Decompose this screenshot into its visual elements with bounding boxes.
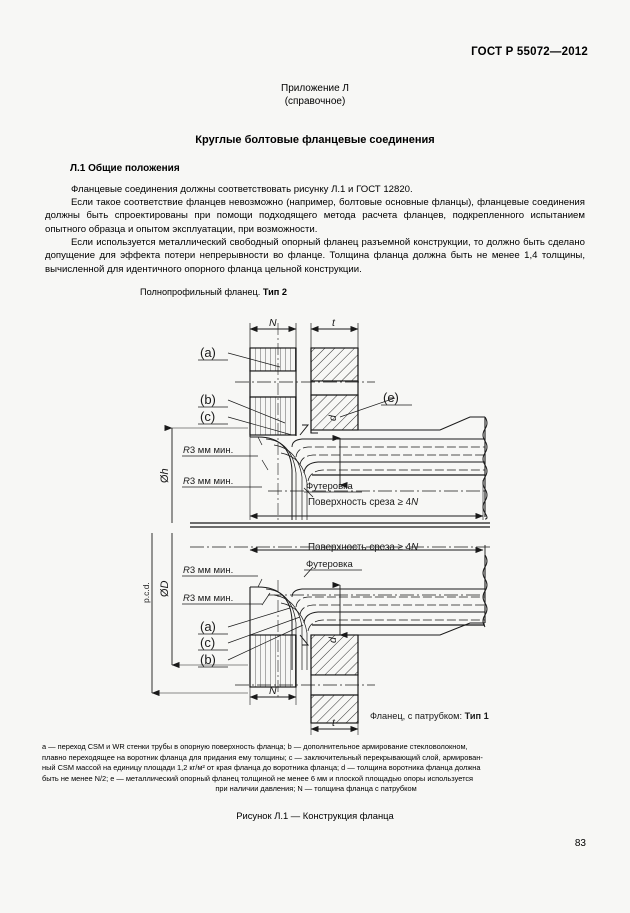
dimension-d-bottom: d	[327, 636, 339, 643]
flange-construction-drawing: (a) (b) (c) (e) R3 мм мин. R3 мм мин. Фу…	[140, 305, 630, 735]
dimension-oh: Øh	[159, 468, 171, 483]
page-number: 83	[574, 838, 586, 849]
standard-reference-header: ГОСТ Р 55072—2012	[471, 46, 588, 58]
footnote-line: плавно переходящее на воротник фланца дл…	[42, 752, 483, 762]
callout-e: (e)	[383, 390, 399, 405]
paragraph-text: Фланцевые соединения должны соответствов…	[71, 184, 413, 195]
paragraph-1: Фланцевые соединения должны соответствов…	[45, 183, 585, 196]
figure-type1-label: Фланец, с патрубком: Тип 1	[370, 711, 489, 721]
cut-surface-label-bottom: Поверхность среза ≥ 4N	[308, 542, 419, 553]
footnote-line: a — переход CSM и WR стенки трубы в опор…	[42, 742, 468, 751]
footnote-line: ный CSM массой на единицу площади 1,2 кг…	[42, 763, 481, 773]
annex-subtitle: (справочное)	[284, 96, 346, 107]
paragraph-text: Если используется металлический свободны…	[45, 237, 585, 275]
radius-note-bottom-2: R3 мм мин.	[183, 593, 233, 604]
paragraph-3: Если используется металлический свободны…	[45, 236, 585, 276]
callout-a-bottom: (a)	[200, 619, 216, 634]
dimension-t-top: t	[332, 317, 336, 329]
figure-caption: Рисунок Л.1 — Конструкция фланца	[236, 810, 394, 821]
callout-c-top: (c)	[200, 409, 215, 424]
figure-type2-label-text: Полнопрофильный фланец.	[140, 287, 263, 297]
dimension-t-bottom: t	[332, 717, 336, 729]
callout-c-bottom: (c)	[200, 635, 215, 650]
radius-note-bottom-1: R3 мм мин.	[183, 565, 233, 576]
paragraph-2: Если такое соответствие фланцев невозмож…	[45, 196, 585, 236]
annex-title: Приложение Л	[281, 83, 349, 94]
paragraph-text: Если такое соответствие фланцев невозмож…	[45, 197, 585, 235]
dimension-N-bottom: N	[269, 685, 277, 697]
radius-note-top-1: R3 мм мин.	[183, 445, 233, 456]
annex-block: Приложение Л (справочное)	[0, 82, 630, 108]
lining-label-top: Футеровка	[306, 481, 353, 492]
figure-footnote: a — переход CSM и WR стенки трубы в опор…	[42, 742, 590, 795]
callout-b-top: (b)	[200, 392, 216, 407]
footnote-line: при наличии давления; N — толщина фланца…	[215, 784, 417, 794]
radius-note-top-2: R3 мм мин.	[183, 476, 233, 487]
figure-type2-label: Полнопрофильный фланец. Тип 2	[140, 287, 287, 297]
figure-type2-label-bold: Тип 2	[262, 287, 287, 297]
dimension-od: ØD	[159, 580, 171, 597]
dimension-pcd: p.c.d.	[141, 582, 151, 603]
cut-surface-label-top: Поверхность среза ≥ 4N	[308, 497, 419, 508]
callout-a-top: (a)	[200, 345, 216, 360]
section-heading: Л.1 Общие положения	[70, 163, 180, 174]
callout-b-bottom: (b)	[200, 652, 216, 667]
dimension-d-top: d	[327, 414, 339, 421]
dimension-N-top: N	[269, 317, 277, 329]
page-title: Круглые болтовые фланцевые соединения	[195, 134, 435, 146]
lining-label-bottom: Футеровка	[306, 559, 353, 570]
footnote-line: быть не менее N/2; e — металлический опо…	[42, 773, 474, 783]
